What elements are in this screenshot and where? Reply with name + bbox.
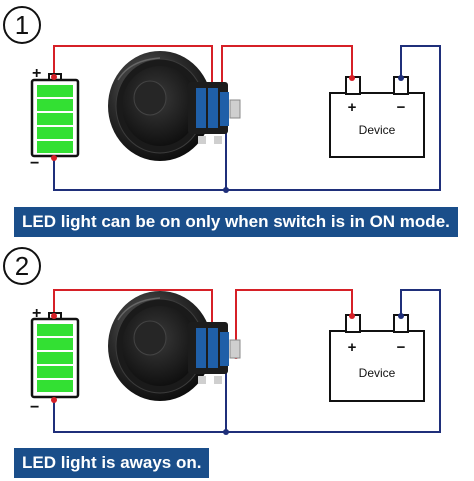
step-number: 1 [15, 10, 29, 40]
battery-plus-sign: + [32, 65, 41, 82]
device-box: + − Device [329, 75, 425, 158]
switch-terminal [196, 328, 206, 368]
device-label: Device [359, 123, 396, 137]
switch-terminal [196, 88, 206, 128]
device-minus-sign: − [397, 339, 406, 356]
switch-to-device-positive-wire [235, 289, 353, 356]
diagram-2: 2 + − [3, 247, 441, 435]
switch-terminal [220, 92, 229, 126]
diagram-1: 1 + − [3, 6, 441, 193]
device-plus-sign: + [348, 99, 357, 116]
step-number: 2 [15, 251, 29, 281]
battery: + − [30, 305, 80, 416]
device-box: + − Device [329, 313, 425, 402]
battery-negative-wire [53, 45, 441, 191]
push-button-switch [108, 291, 241, 401]
battery: + − [30, 65, 80, 172]
switch-terminal [208, 328, 218, 368]
switch-terminal [208, 88, 218, 128]
step-number-badge: 2 [3, 247, 41, 285]
device-label: Device [359, 366, 396, 380]
battery-negative-wire [53, 289, 441, 433]
battery-minus-sign: − [30, 399, 39, 416]
caption-banner-2: LED light is aways on. [14, 448, 210, 478]
junction-dot [223, 429, 229, 435]
device-minus-sign: − [397, 99, 406, 116]
junction-dot [223, 187, 229, 193]
battery-plus-sign: + [32, 305, 41, 322]
caption-banner-1: LED light can be on only when switch is … [14, 207, 458, 237]
device-plus-sign: + [348, 339, 357, 356]
step-number-badge: 1 [3, 6, 41, 44]
push-button-switch [108, 51, 241, 161]
switch-terminal [220, 332, 229, 366]
battery-minus-sign: − [30, 155, 39, 172]
